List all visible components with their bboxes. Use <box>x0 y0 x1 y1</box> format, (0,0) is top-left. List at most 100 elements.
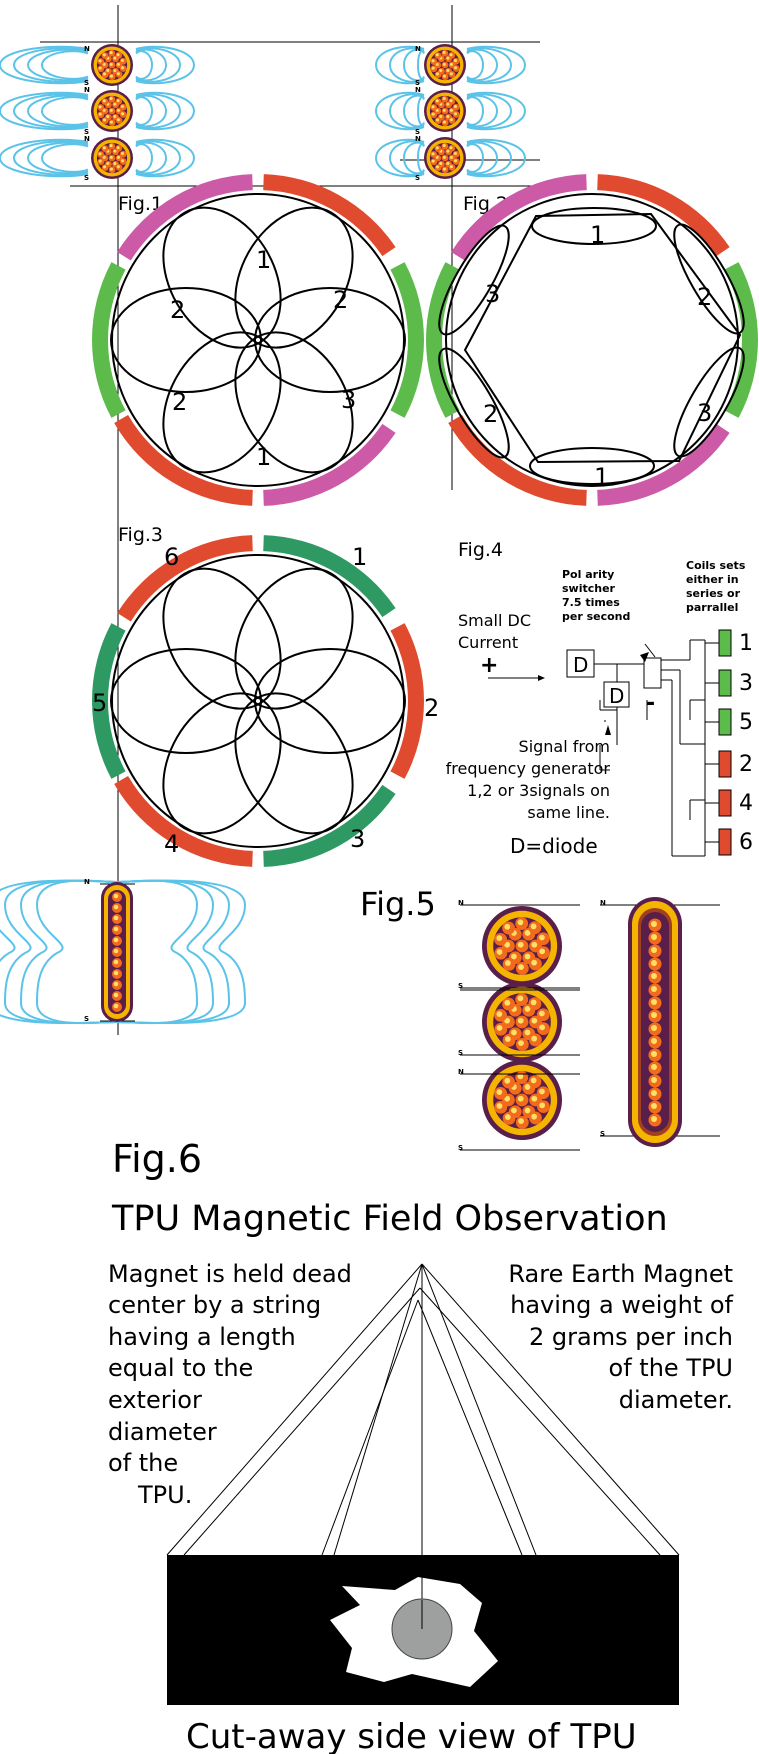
wire-highlight <box>106 114 110 119</box>
ring-segment <box>448 415 587 506</box>
ring-segment <box>117 174 253 261</box>
wire-highlight <box>120 152 124 156</box>
wire-highlight <box>121 159 125 163</box>
wire-highlight <box>116 155 120 159</box>
ring-segment <box>263 423 396 506</box>
field-line <box>135 138 196 178</box>
wire-highlight <box>113 893 119 899</box>
diode-box-2: D <box>609 684 624 708</box>
polarity-switcher-label-2: switcher <box>562 582 616 595</box>
field-line <box>35 879 118 1025</box>
wire-highlight <box>531 1113 538 1120</box>
signal-text-4: same line. <box>527 803 610 822</box>
field-line <box>466 96 485 126</box>
wire-highlight <box>446 114 450 119</box>
field-line <box>116 879 199 1025</box>
pole-s: S <box>84 1015 89 1023</box>
wire-highlight <box>436 72 440 76</box>
field-line <box>19 879 118 1025</box>
coil-number: 1 <box>594 463 609 491</box>
pole-s: S <box>415 79 420 87</box>
wire-highlight <box>504 1114 511 1120</box>
wire-highlight <box>651 999 657 1005</box>
wire-highlight <box>539 1024 545 1031</box>
coil-cross-section <box>91 137 133 179</box>
field-line <box>135 93 182 129</box>
wire-highlight <box>113 904 119 910</box>
fig6-left-text: Magnet is held dead center by a string h… <box>108 1260 352 1509</box>
wire-highlight <box>651 1103 657 1109</box>
wire-highlight <box>530 1077 537 1084</box>
wire-highlight <box>449 146 453 150</box>
coil-cross-section <box>482 1060 562 1140</box>
left-text-line: equal to the <box>108 1354 253 1382</box>
coil-number: 3 <box>697 399 712 427</box>
field-line <box>388 93 425 129</box>
coil-loop <box>254 648 406 754</box>
fig1-label: Fig.1 <box>118 193 163 215</box>
fig6-string-lines <box>166 1263 680 1560</box>
field-line <box>26 141 89 175</box>
wire-highlight <box>524 953 531 960</box>
coil-loop <box>234 331 354 474</box>
coil-cross-section <box>91 44 133 86</box>
polarity-switcher-label-3: 7.5 times <box>562 596 620 609</box>
wire-highlight <box>113 102 117 106</box>
wire-highlight <box>539 934 545 941</box>
wire-highlight <box>439 68 443 73</box>
minus-sign: - <box>646 691 655 716</box>
wire-highlight <box>651 1012 657 1018</box>
wire-highlight <box>103 118 107 122</box>
field-line <box>135 140 182 176</box>
wire-highlight <box>98 112 102 116</box>
coil-cross-section <box>424 137 466 179</box>
coil-loop <box>110 648 262 754</box>
wire-highlight <box>436 118 440 122</box>
wire-highlight <box>511 953 517 960</box>
fig2-field-lines <box>374 45 527 178</box>
wire-highlight <box>103 72 107 76</box>
right-text-line: of the TPU <box>609 1354 733 1382</box>
wire-highlight <box>524 1084 531 1090</box>
wire-highlight <box>539 1088 545 1095</box>
wire-highlight <box>102 146 106 150</box>
wire-highlight <box>651 960 657 966</box>
coil-number: 2 <box>483 400 498 428</box>
wire-highlight <box>113 970 119 976</box>
wire-highlight <box>453 59 457 63</box>
wire-highlight <box>113 68 117 73</box>
pole-n: N <box>84 45 90 53</box>
coil-loop <box>234 567 354 710</box>
wire-highlight <box>446 102 450 106</box>
fig3-label: Fig.3 <box>118 524 163 546</box>
coil-number: 3 <box>341 386 356 414</box>
fig6-title: TPU Magnetic Field Observation <box>111 1199 668 1239</box>
field-line <box>466 47 513 83</box>
coils-sets-label-1: Coils sets <box>686 559 746 572</box>
field-line <box>40 50 89 80</box>
field-line <box>466 140 513 176</box>
coil-cross-section <box>482 982 562 1062</box>
pole-s: S <box>458 982 463 990</box>
coils-sets-label-2: either in <box>686 573 739 586</box>
fig6-right-text: Rare Earth Magnet having a weight of 2 g… <box>508 1260 733 1414</box>
wire-highlight <box>449 72 453 76</box>
wire-highlight <box>504 941 510 948</box>
polarity-switcher-label-4: per second <box>562 610 630 623</box>
wire-highlight <box>524 1029 531 1036</box>
coil-label: 5 <box>739 710 753 735</box>
coil-loop <box>531 207 657 245</box>
diode-note: D=diode <box>510 834 598 858</box>
coil-loop <box>162 206 282 349</box>
wire-highlight <box>109 51 113 55</box>
fig3-numbers: 6 1 2 3 4 5 <box>92 543 439 858</box>
wire-highlight <box>98 105 102 109</box>
fig4-label: Fig.4 <box>458 539 503 561</box>
wire-highlight <box>113 981 119 987</box>
ring-segment <box>263 174 396 257</box>
wire-highlight <box>449 165 453 169</box>
wire-highlight <box>504 1017 510 1024</box>
wire-highlight <box>504 1095 510 1102</box>
signal-text-2: frequency generator <box>446 759 611 778</box>
right-text-line: diameter. <box>619 1386 733 1414</box>
